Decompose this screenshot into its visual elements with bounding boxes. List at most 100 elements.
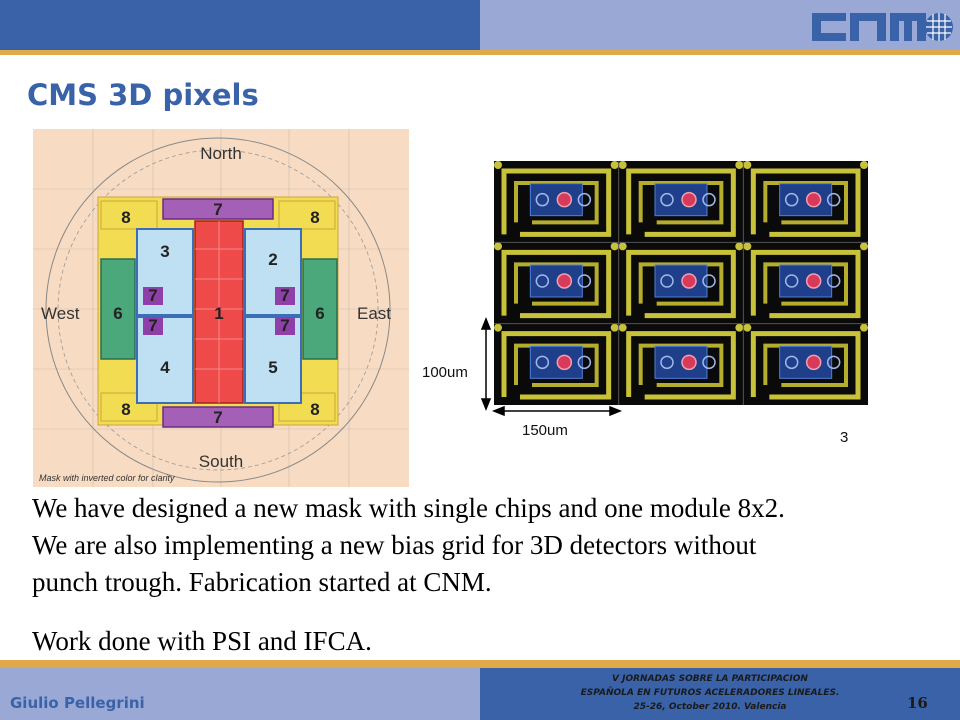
electrode xyxy=(826,192,841,207)
conference-line: ESPAÑOLA EN FUTUROS ACELERADORES LINEALE… xyxy=(580,688,840,698)
bias-grid-track xyxy=(626,249,736,319)
via xyxy=(618,161,627,169)
bias-grid-track xyxy=(638,181,724,225)
body-line: We have designed a new mask with single … xyxy=(32,493,785,523)
bias-grid-track xyxy=(626,168,736,237)
electrode xyxy=(660,274,674,288)
electrode xyxy=(577,274,592,288)
region-label-7-ne: 7 xyxy=(280,286,289,305)
conference-line: 25-26, October 2010. Valencia xyxy=(633,702,787,712)
via xyxy=(610,323,619,332)
east-label: East xyxy=(357,304,391,323)
mask-caption: Mask with inverted color for clarity xyxy=(39,473,175,483)
via xyxy=(743,161,752,169)
pixel-pad xyxy=(779,345,833,379)
electrode xyxy=(805,354,822,371)
electrode xyxy=(826,355,841,370)
bias-grid-track xyxy=(750,249,861,319)
bias-grid-track xyxy=(763,181,848,225)
region-label-6-east: 6 xyxy=(315,304,324,323)
region-label-8-se: 8 xyxy=(310,400,319,419)
body-paragraph: We have designed a new mask with single … xyxy=(32,490,932,601)
bias-grid-track xyxy=(763,343,848,387)
electrode xyxy=(784,274,799,288)
conference-info: V JORNADAS SOBRE LA PARTICIPACION ESPAÑO… xyxy=(540,672,880,714)
page-number: 16 xyxy=(907,694,928,712)
pixel-pad xyxy=(779,183,833,217)
pixel-cell-grid xyxy=(494,161,868,405)
footer-bar-left xyxy=(0,668,480,720)
pixel-pad xyxy=(654,183,708,217)
electrode xyxy=(556,273,573,289)
bias-grid-track xyxy=(626,331,736,400)
electrode xyxy=(556,191,573,208)
bias-grid-track xyxy=(501,331,612,400)
pixel-pad xyxy=(654,345,708,379)
region-label-7-top: 7 xyxy=(213,200,222,219)
electrode xyxy=(660,192,674,207)
via xyxy=(494,242,502,251)
corner-number: 3 xyxy=(840,429,848,446)
via xyxy=(860,161,868,169)
electrode xyxy=(681,354,697,371)
collaboration-note: Work done with PSI and IFCA. xyxy=(32,626,372,656)
electrode xyxy=(784,355,799,370)
bias-grid-track xyxy=(763,262,848,306)
bias-grid-track xyxy=(514,343,599,387)
pixel-pad xyxy=(779,264,833,298)
via xyxy=(618,323,627,332)
electrode xyxy=(535,355,550,370)
electrode xyxy=(577,192,592,207)
via xyxy=(735,242,744,251)
pixel-cell-layout-figure: 100um 150um 3 xyxy=(422,161,868,446)
pixel-pad xyxy=(529,183,583,217)
electrode xyxy=(784,192,799,207)
region-label-1: 1 xyxy=(214,304,223,323)
via xyxy=(494,323,502,332)
region-label-4: 4 xyxy=(160,358,170,377)
region-label-7-nw: 7 xyxy=(148,286,157,305)
via xyxy=(618,242,627,251)
via xyxy=(610,161,619,169)
electrode xyxy=(805,273,822,289)
region-label-7-sw: 7 xyxy=(148,316,157,335)
electrode xyxy=(660,355,674,370)
bias-grid-track xyxy=(638,343,724,387)
via xyxy=(735,323,744,332)
bias-grid-track xyxy=(514,181,599,225)
electrode xyxy=(826,274,841,288)
conference-line: V JORNADAS SOBRE LA PARTICIPACION xyxy=(612,674,808,684)
electrode xyxy=(577,355,592,370)
bias-grid-track xyxy=(501,168,612,237)
electrode xyxy=(702,192,716,207)
electrode xyxy=(702,274,716,288)
electrode xyxy=(681,191,697,208)
pixel-pad xyxy=(529,345,583,379)
west-label: West xyxy=(41,304,80,323)
mask-layout-figure: North South West East 1 2 3 4 5 6 6 7 7 … xyxy=(33,129,409,487)
via xyxy=(494,161,502,169)
bias-grid-track xyxy=(750,168,861,237)
footer-divider xyxy=(0,660,960,668)
region-label-3: 3 xyxy=(160,242,169,261)
via xyxy=(735,161,744,169)
via xyxy=(860,242,868,251)
footer-bar-right xyxy=(480,668,960,720)
electrode xyxy=(535,192,550,207)
north-label: North xyxy=(200,144,242,163)
region-label-2: 2 xyxy=(268,250,277,269)
height-dimension-label: 100um xyxy=(422,364,468,381)
pixel-pad xyxy=(529,264,583,298)
via xyxy=(860,323,868,332)
via xyxy=(743,323,752,332)
south-label: South xyxy=(199,452,243,471)
bias-grid-track xyxy=(514,262,599,306)
bias-grid-track xyxy=(750,331,861,400)
region-label-5: 5 xyxy=(268,358,277,377)
electrode xyxy=(535,274,550,288)
author-name: Giulio Pellegrini xyxy=(10,694,145,712)
electrode xyxy=(681,273,697,289)
region-label-8-ne: 8 xyxy=(310,208,319,227)
page-title: CMS 3D pixels xyxy=(27,78,259,112)
region-label-8-sw: 8 xyxy=(121,400,130,419)
